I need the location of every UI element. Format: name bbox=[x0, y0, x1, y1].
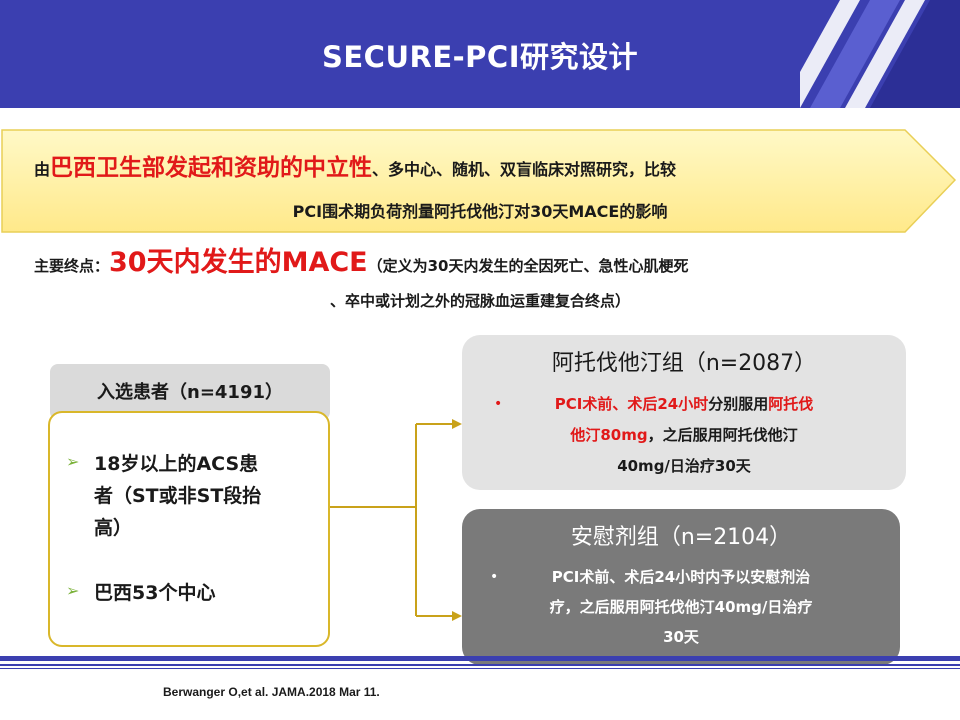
arrow-to-placebo-icon bbox=[452, 611, 462, 621]
footer-divider bbox=[0, 656, 960, 669]
criterion-centers-line1: 巴西53个中心 bbox=[94, 582, 216, 604]
intro-prefix: 由 bbox=[34, 160, 51, 179]
atorvastatin-line2: 他汀80mg，之后服用阿托伐他汀 bbox=[570, 426, 798, 444]
endpoint-text-line1: 主要终点：30天内发生的MACE（定义为30天内发生的全因死亡、急性心肌梗死 bbox=[34, 240, 934, 279]
placebo-line3: 30天 bbox=[663, 628, 699, 646]
enrolled-header-tab bbox=[50, 364, 330, 420]
atorvastatin-group-box bbox=[462, 335, 906, 490]
intro-text-line1: 由巴西卫生部发起和资助的中立性、多中心、随机、双盲临床对照研究，比较 bbox=[34, 148, 914, 182]
enrolled-title: 入选患者（n=4191） bbox=[97, 382, 283, 403]
criterion-age-line3: 高） bbox=[94, 517, 133, 539]
placebo-line1: PCI术前、术后24小时内予以安慰剂治 bbox=[551, 568, 811, 586]
criterion-centers-arrow-icon: ➢ bbox=[66, 581, 80, 600]
placebo-line2: 疗，之后服用阿托伐他汀40mg/日治疗 bbox=[549, 598, 813, 616]
intro-rest: 、多中心、随机、双盲临床对照研究，比较 bbox=[372, 160, 677, 179]
atorvastatin-group-title: 阿托伐他汀组（n=2087） bbox=[551, 351, 817, 376]
criterion-age: 18岁以上的ACS患 者（ST或非ST段抬 高） bbox=[94, 448, 261, 544]
criterion-age-line1: 18岁以上的ACS患 bbox=[94, 453, 259, 475]
endpoint-highlight: 30天内发生的MACE bbox=[109, 247, 368, 278]
placebo-bullet: • bbox=[490, 569, 499, 585]
atorvastatin-line3: 40mg/日治疗30天 bbox=[617, 457, 751, 475]
atorvastatin-line1: PCI术前、术后24小时分别服用阿托伐 bbox=[554, 395, 814, 413]
page-title: SECURE-PCI研究设计 bbox=[321, 40, 639, 74]
placebo-group-title: 安慰剂组（n=2104） bbox=[570, 525, 792, 550]
intro-highlight: 巴西卫生部发起和资助的中立性 bbox=[50, 155, 373, 181]
placebo-group-box bbox=[462, 509, 900, 665]
endpoint-text-line2: 、卒中或计划之外的冠脉血运重建复合终点） bbox=[329, 292, 630, 310]
criterion-age-line2: 者（ST或非ST段抬 bbox=[94, 485, 262, 507]
header-stripes-decoration bbox=[800, 0, 960, 108]
intro-banner bbox=[1, 129, 957, 233]
endpoint-definition: （定义为30天内发生的全因死亡、急性心肌梗死 bbox=[367, 257, 689, 275]
header-bar bbox=[0, 0, 960, 108]
citation: Berwanger O,et al. JAMA.2018 Mar 11. bbox=[163, 685, 380, 699]
atorvastatin-bullet: • bbox=[494, 396, 503, 412]
endpoint-label: 主要终点： bbox=[34, 257, 110, 275]
criterion-centers: 巴西53个中心 bbox=[94, 577, 215, 609]
intro-text-line2: PCI围术期负荷剂量阿托伐他汀对30天MACE的影响 bbox=[292, 202, 668, 221]
enrolled-criteria-box bbox=[48, 411, 330, 647]
arrow-to-atorvastatin-icon bbox=[452, 419, 462, 429]
criterion-age-arrow-icon: ➢ bbox=[66, 452, 80, 471]
